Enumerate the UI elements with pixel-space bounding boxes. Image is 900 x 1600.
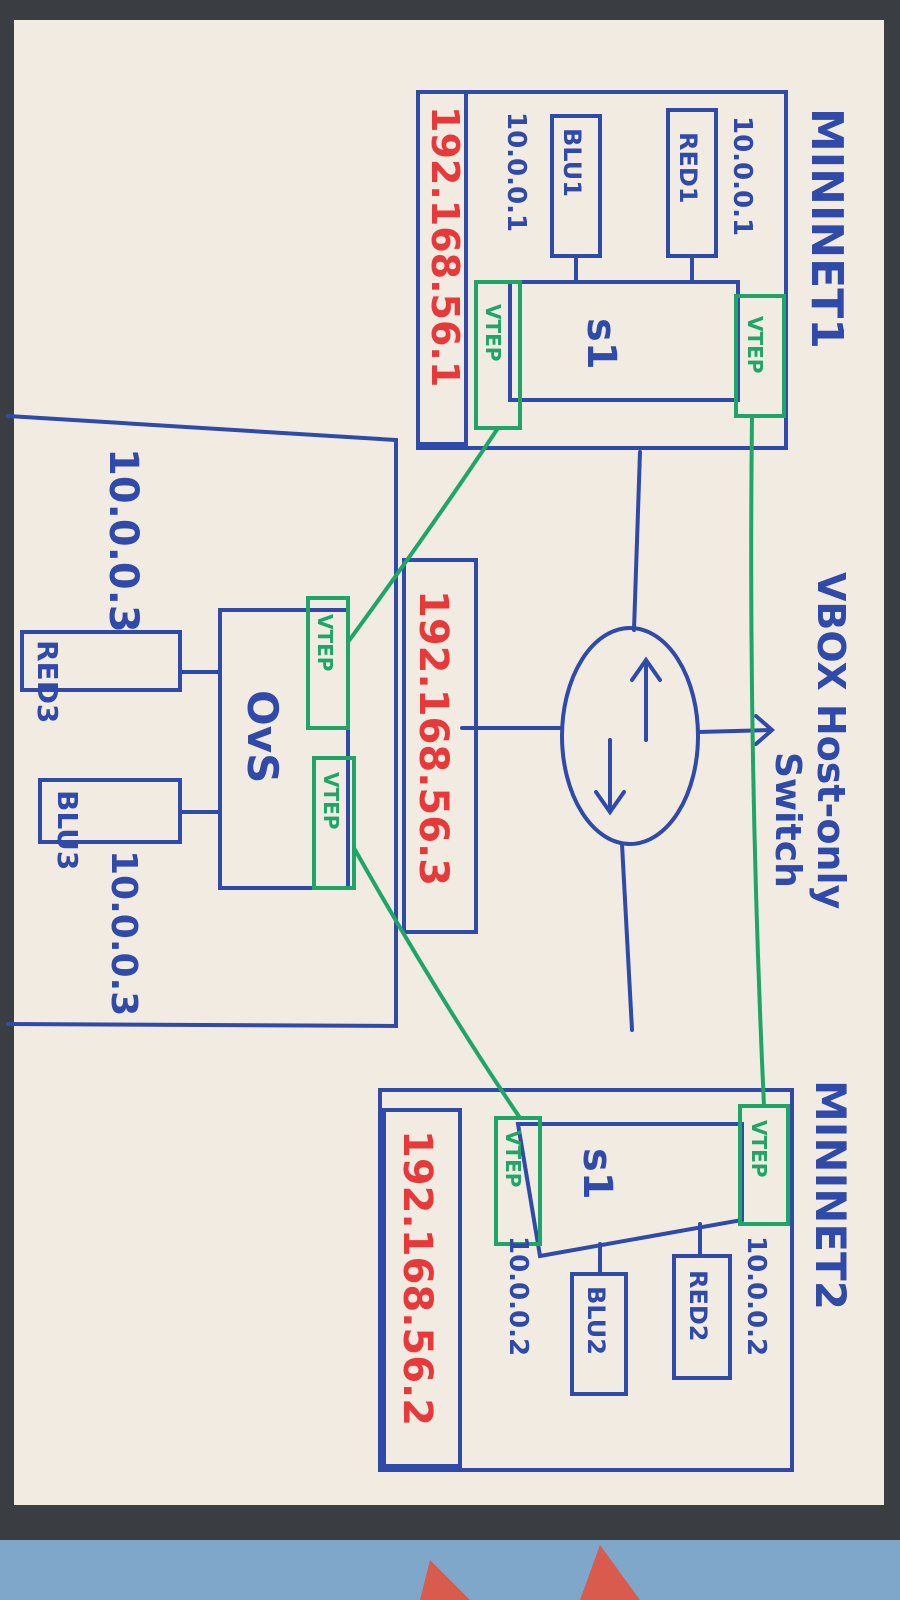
mininet1-vtep-right-label: VTEP [743, 316, 767, 373]
mininet1-host-blue-ip: 10.0.0.1 [501, 112, 531, 232]
vbox-uplink-mininet1 [632, 450, 642, 632]
ovs-switch-label: OvS [238, 690, 287, 783]
central-host-blue-label: BLU3 [51, 790, 84, 870]
central-vtep-a-label: VTEP [313, 614, 337, 671]
mininet2-vtep-right-label: VTEP [747, 1120, 771, 1177]
mininet2-host-blue-ip: 10.0.0.2 [503, 1236, 533, 1356]
tunnel-mininet2-central [352, 846, 522, 1120]
ovs-switch-box [218, 608, 350, 890]
central-host-red-label: RED3 [31, 640, 64, 723]
mininet1-host-blue-label: BLU1 [558, 128, 586, 197]
central-vtep-a-box [306, 596, 350, 730]
vbox-subtitle: Switch [767, 752, 808, 888]
whiteboard-surface [14, 20, 884, 1505]
mininet2-host-red-ip: 10.0.0.2 [741, 1236, 771, 1356]
vbox-title: VBOX Host-only [809, 572, 853, 909]
fabric-pattern [420, 1545, 640, 1600]
mininet1-host-red-label: RED1 [674, 132, 702, 204]
tunnel-mininet1-mininet2 [749, 414, 766, 1108]
vbox-link-right [696, 728, 772, 734]
central-host-red-box [20, 630, 182, 692]
vbox-arrow-head [754, 714, 776, 746]
vbox-inner-arrowhead-down [594, 790, 626, 816]
mininet2-switch-label: s1 [574, 1148, 620, 1200]
mininet2-host-red-label: RED2 [684, 1270, 712, 1342]
mininet1-mgmt-bar [416, 90, 468, 446]
mininet2-box [378, 1088, 794, 1472]
mininet1-host-red-ip: 10.0.0.1 [727, 116, 757, 236]
vbox-switch-circle [560, 626, 700, 846]
mininet2-mgmt-ip: 192.168.56.2 [394, 1130, 440, 1426]
mininet2-mgmt-bar [382, 1108, 462, 1468]
central-host-box [6, 414, 398, 1029]
mininet1-mgmt-ip: 192.168.56.1 [423, 106, 467, 387]
vbox-downlink-mininet2 [620, 842, 634, 1032]
mininet1-vtep-left-label: VTEP [481, 304, 505, 361]
central-host-red-ip: 10.0.0.3 [100, 448, 146, 633]
central-host-blue-ip: 10.0.0.3 [103, 850, 144, 1016]
tunnel-mininet1-central [346, 426, 500, 644]
central-vtep-b-label: VTEP [319, 772, 343, 829]
mininet1-title: MININET1 [801, 108, 852, 349]
central-mgmt-ip: 192.168.56.3 [410, 590, 456, 886]
mininet2-title: MININET2 [806, 1080, 855, 1310]
central-mgmt-bar [402, 558, 478, 934]
mininet2-host-blue-label: BLU2 [582, 1286, 610, 1355]
vbox-inner-arrowhead-up [630, 656, 662, 682]
central-vtep-b-box [312, 756, 356, 890]
mininet1-switch-label: s1 [578, 318, 624, 370]
mininet1-vtep-right-box [734, 294, 786, 418]
mininet2-vtep-left-label: VTEP [501, 1130, 525, 1187]
